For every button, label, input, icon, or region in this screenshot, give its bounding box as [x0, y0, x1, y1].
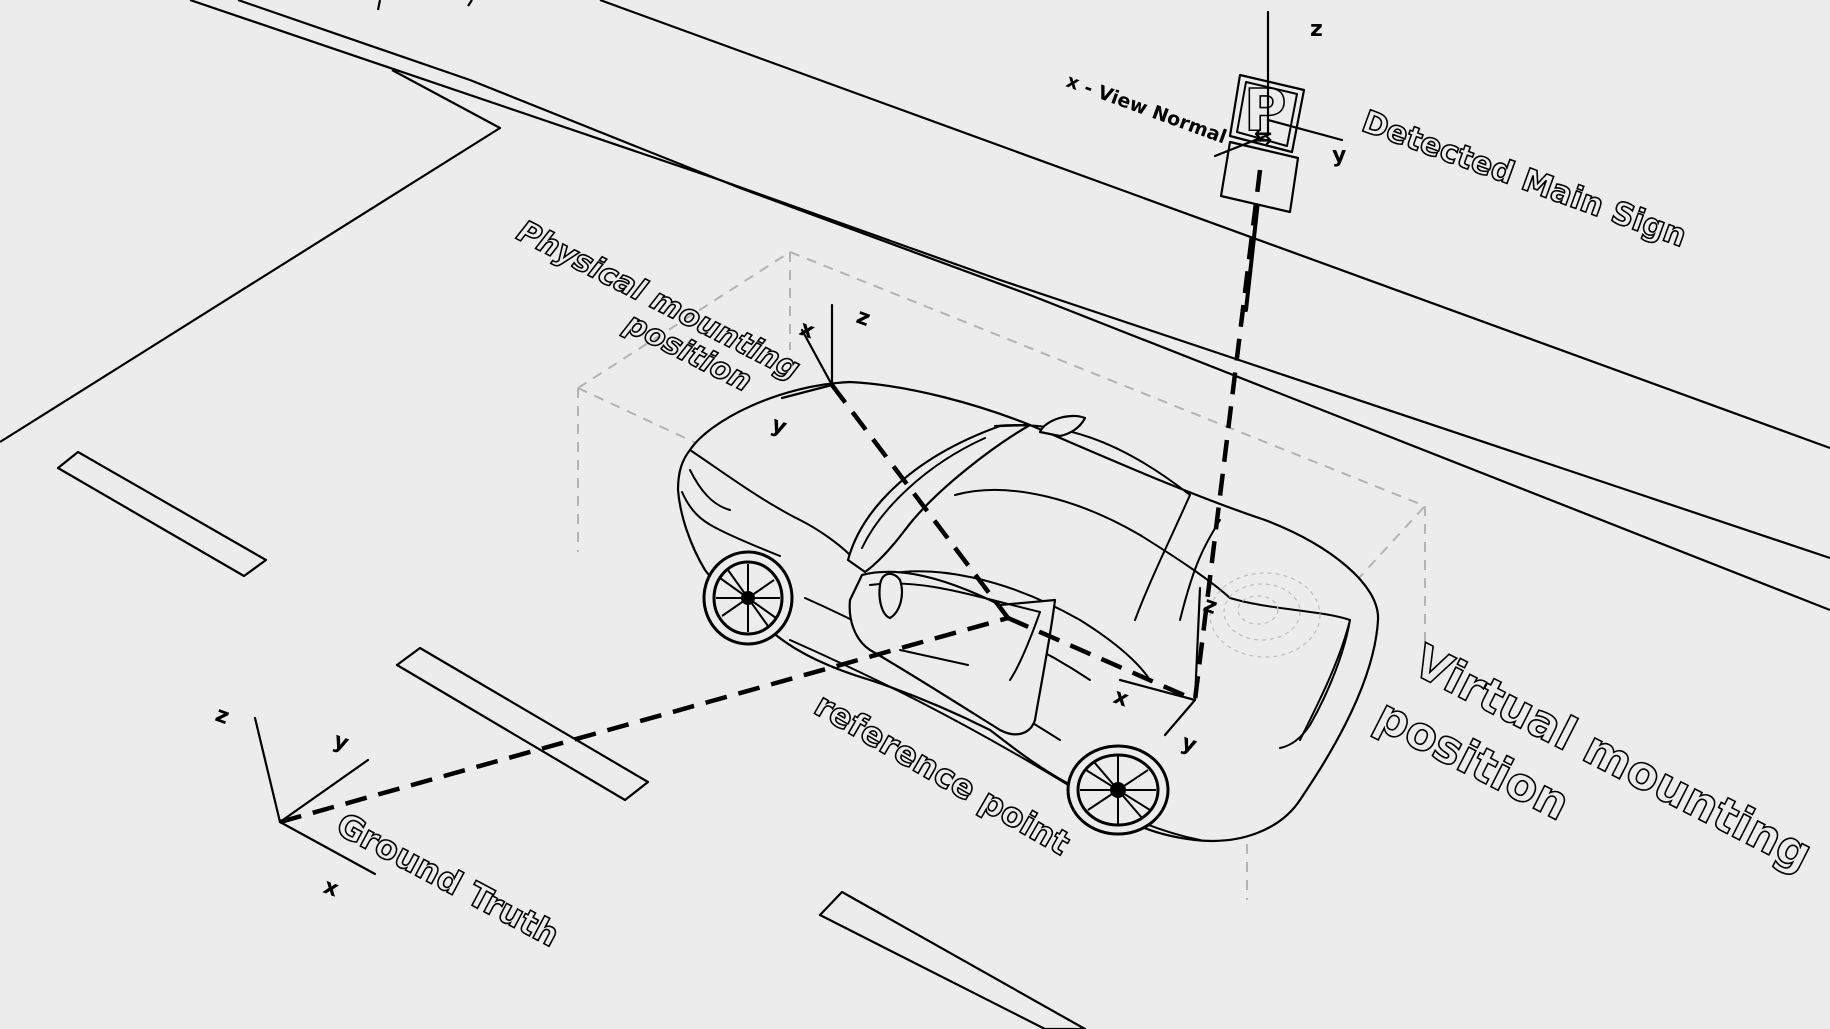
parking-sign-icon: P ⇆ — [1221, 75, 1304, 310]
parking-lot-edge — [0, 70, 500, 442]
lane-dash-2 — [397, 648, 648, 800]
ground-z-axis — [255, 718, 280, 822]
car-front-wheel — [704, 552, 792, 644]
ground-truth-label: Ground Truth — [330, 805, 566, 955]
tick-mark-left — [378, 0, 380, 10]
physical-mounting-label-line1: Physical mounting — [511, 214, 805, 387]
tick-mark-right — [468, 0, 472, 6]
ground-y-label: y — [330, 728, 352, 756]
car-outline-icon — [678, 382, 1378, 841]
physical-z-label: z — [853, 304, 874, 332]
detected-main-sign-label: Detected Main Sign — [1357, 104, 1691, 255]
ground-z-label: z — [212, 702, 233, 730]
ground-x-label: x — [320, 874, 342, 902]
physical-x-label: x — [796, 316, 818, 344]
car-rear-wheel — [1068, 746, 1168, 834]
sign-z-label: z — [1310, 17, 1323, 42]
x-view-normal-label: x - View Normal — [1063, 70, 1229, 148]
lane-dash-3 — [820, 892, 1085, 1029]
lane-dash-1 — [58, 452, 266, 576]
sign-y-label: y — [1332, 143, 1346, 168]
